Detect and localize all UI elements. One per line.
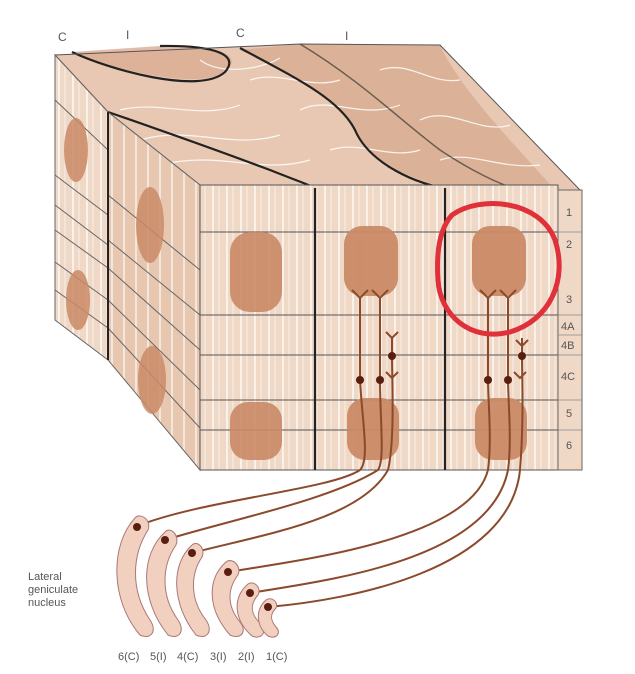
column-label: C [236,26,245,40]
lateral-geniculate-nucleus [116,515,279,638]
lgn-layer-label: 1(C) [266,651,287,663]
lgn-layer-label: 6(C) [118,651,139,663]
layer-label: 3 [566,294,572,306]
column-labels: C I C I [58,26,348,44]
intracortical-axons [351,289,529,380]
svg-text:geniculate: geniculate [28,584,78,596]
geniculocortical-axons [134,355,524,608]
lgn-layer-labels: 6(C) 5(I) 4(C) 3(I) 2(I) 1(C) [118,651,287,663]
layer-labels: 1 2 3 4A 4B 4C 5 6 [561,207,575,452]
layer-label: 1 [566,207,572,219]
highlight-circle [435,201,562,337]
column-label: I [345,29,348,43]
layer-label: 2 [566,239,572,251]
cortex-left-face [54,53,201,472]
column-label: C [58,30,67,44]
lgn-layer-label: 3(I) [210,651,227,663]
layer-strip [557,189,583,471]
layer-label: 4B [561,340,574,352]
lgn-layer-label: 5(I) [150,651,167,663]
lgn-layer-label: 4(C) [177,651,198,663]
column-label: I [126,28,129,42]
layer-label: 6 [566,440,572,452]
layer-label: 4A [561,321,575,333]
cortical-cell-bodies [356,352,526,384]
cortex-top-surface [53,43,582,191]
svg-text:Lateral: Lateral [28,571,62,583]
lgn-caption: Lateral geniculate nucleus [28,571,78,609]
lgn-layer-label: 2(I) [238,651,255,663]
layer-label: 4C [561,371,575,383]
layer-label: 5 [566,408,572,420]
svg-text:nucleus: nucleus [28,597,66,609]
